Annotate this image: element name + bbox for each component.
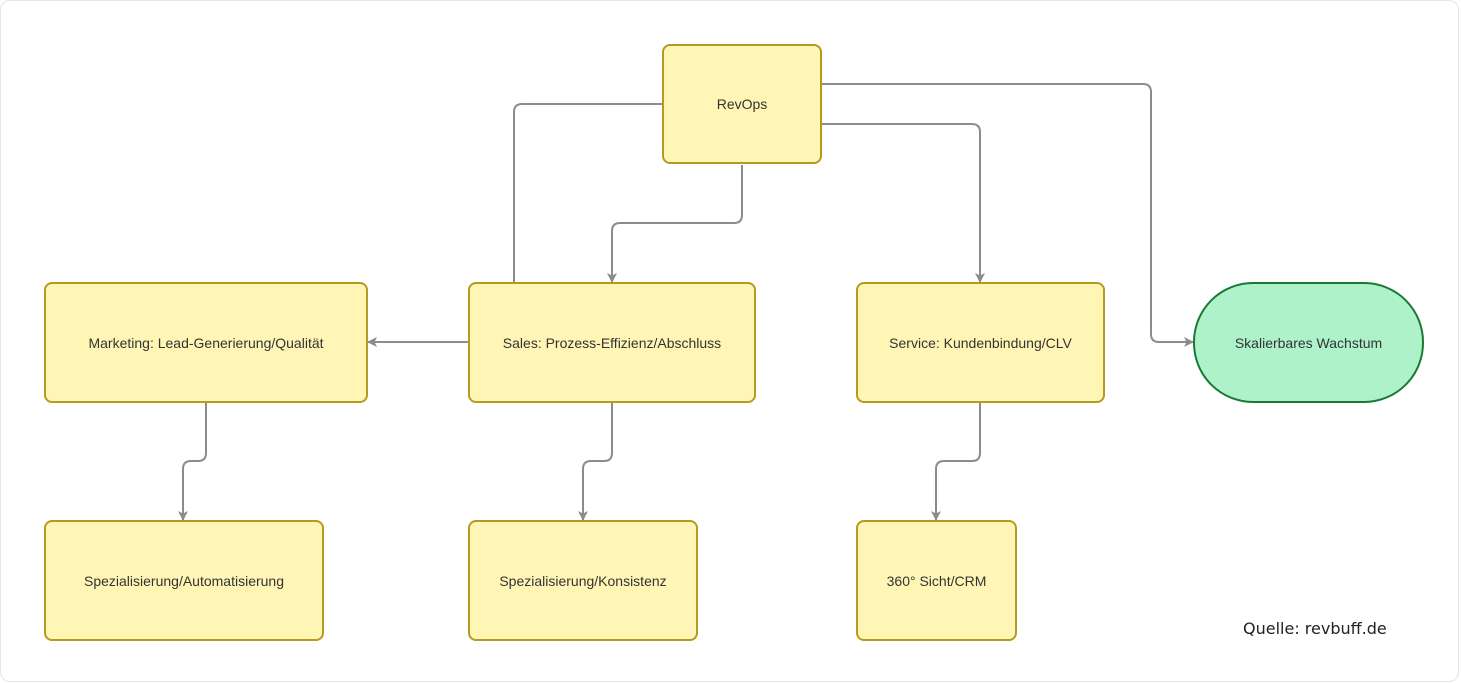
node-sales-sub[interactable]: Spezialisierung/Konsistenz: [468, 520, 698, 641]
edge-revops-growth: [821, 83, 1194, 347]
node-marketing-sub[interactable]: Spezialisierung/Automatisierung: [44, 520, 324, 641]
edge-revops-sales-loop: [513, 103, 662, 283]
node-service-sub[interactable]: 360° Sicht/CRM: [856, 520, 1017, 641]
node-growth-label: Skalierbares Wachstum: [1234, 334, 1383, 351]
node-service-sub-label: 360° Sicht/CRM: [886, 572, 987, 589]
edge-marketing-sub: [178, 403, 207, 521]
source-caption: Quelle: revbuff.de: [1243, 619, 1387, 638]
edge-sales-sub: [578, 403, 613, 521]
node-revops[interactable]: RevOps: [662, 44, 822, 164]
edge-revops-service: [821, 123, 985, 283]
node-sales-label: Sales: Prozess-Effizienz/Abschluss: [502, 334, 722, 351]
node-marketing-label: Marketing: Lead-Generierung/Qualität: [88, 334, 324, 351]
node-sales[interactable]: Sales: Prozess-Effizienz/Abschluss: [468, 282, 756, 403]
node-service[interactable]: Service: Kundenbindung/CLV: [856, 282, 1105, 403]
edge-revops-sales: [607, 165, 743, 283]
node-revops-label: RevOps: [716, 96, 768, 112]
edge-service-sub: [931, 403, 981, 521]
node-sales-sub-label: Spezialisierung/Konsistenz: [499, 572, 667, 589]
node-marketing[interactable]: Marketing: Lead-Generierung/Qualität: [44, 282, 368, 403]
node-growth[interactable]: Skalierbares Wachstum: [1193, 282, 1424, 403]
node-service-label: Service: Kundenbindung/CLV: [889, 334, 1072, 351]
node-marketing-sub-label: Spezialisierung/Automatisierung: [84, 572, 284, 589]
